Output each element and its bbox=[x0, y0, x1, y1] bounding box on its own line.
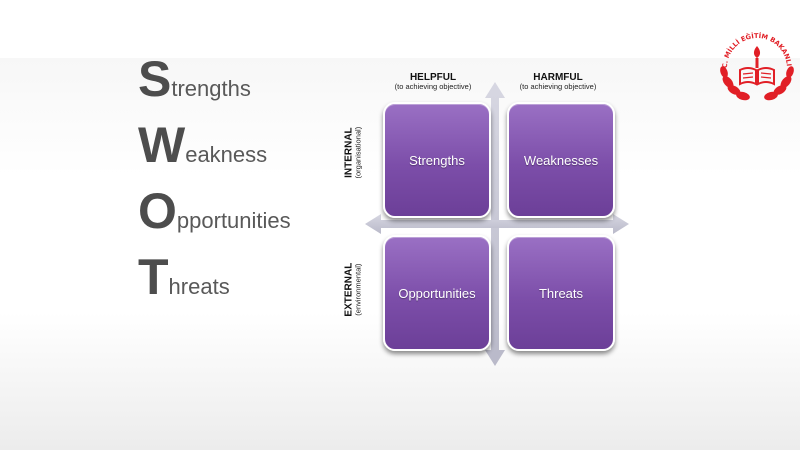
column-title: HARMFUL bbox=[533, 72, 583, 83]
swot-word-rest: hreats bbox=[168, 274, 230, 299]
swot-letter: S bbox=[138, 51, 172, 107]
axis-arrows bbox=[365, 82, 629, 366]
quadrant-opportunities: Opportunities bbox=[383, 235, 491, 351]
top-header-band bbox=[0, 0, 800, 58]
swot-line-weakness: Weakness bbox=[138, 116, 267, 174]
horizontal-axis-arrow bbox=[365, 214, 629, 234]
quadrant-threats: Threats bbox=[507, 235, 615, 351]
swot-letter: T bbox=[138, 249, 169, 305]
swot-matrix: HELPFUL (to achieving objective) HARMFUL… bbox=[343, 68, 635, 368]
quadrant-weaknesses: Weaknesses bbox=[507, 102, 615, 218]
swot-line-opportunities: Opportunities bbox=[138, 182, 291, 240]
column-header-helpful: HELPFUL (to achieving objective) bbox=[378, 72, 488, 91]
swot-word-rest: trengths bbox=[171, 76, 251, 101]
swot-word-rest: eakness bbox=[185, 142, 268, 167]
swot-letter: O bbox=[138, 183, 177, 239]
quadrant-strengths: Strengths bbox=[383, 102, 491, 218]
column-header-harmful: HARMFUL (to achieving objective) bbox=[503, 72, 613, 91]
row-header-external: EXTERNAL (environmental) bbox=[343, 235, 362, 345]
row-subtitle: (environmental) bbox=[353, 263, 363, 316]
column-title: HELPFUL bbox=[409, 72, 457, 83]
column-subtitle: (to achieving objective) bbox=[519, 82, 597, 91]
ministry-seal-icon: T.C. MİLLİ EĞİTİM BAKANLIĞI bbox=[711, 15, 794, 101]
swot-letter: W bbox=[138, 117, 186, 173]
seal-text: T.C. MİLLİ EĞİTİM BAKANLIĞI bbox=[714, 22, 793, 68]
swot-line-strengths: Strengths bbox=[138, 50, 251, 108]
column-subtitle: (to achieving objective) bbox=[394, 82, 472, 91]
ministry-logo: T.C. MİLLİ EĞİTİM BAKANLIĞI bbox=[711, 15, 800, 108]
row-header-internal: INTERNAL (organisational) bbox=[343, 98, 362, 208]
swot-line-threats: Threats bbox=[138, 248, 230, 306]
swot-word-rest: pportunities bbox=[176, 208, 291, 233]
row-subtitle: (organisational) bbox=[353, 126, 363, 179]
